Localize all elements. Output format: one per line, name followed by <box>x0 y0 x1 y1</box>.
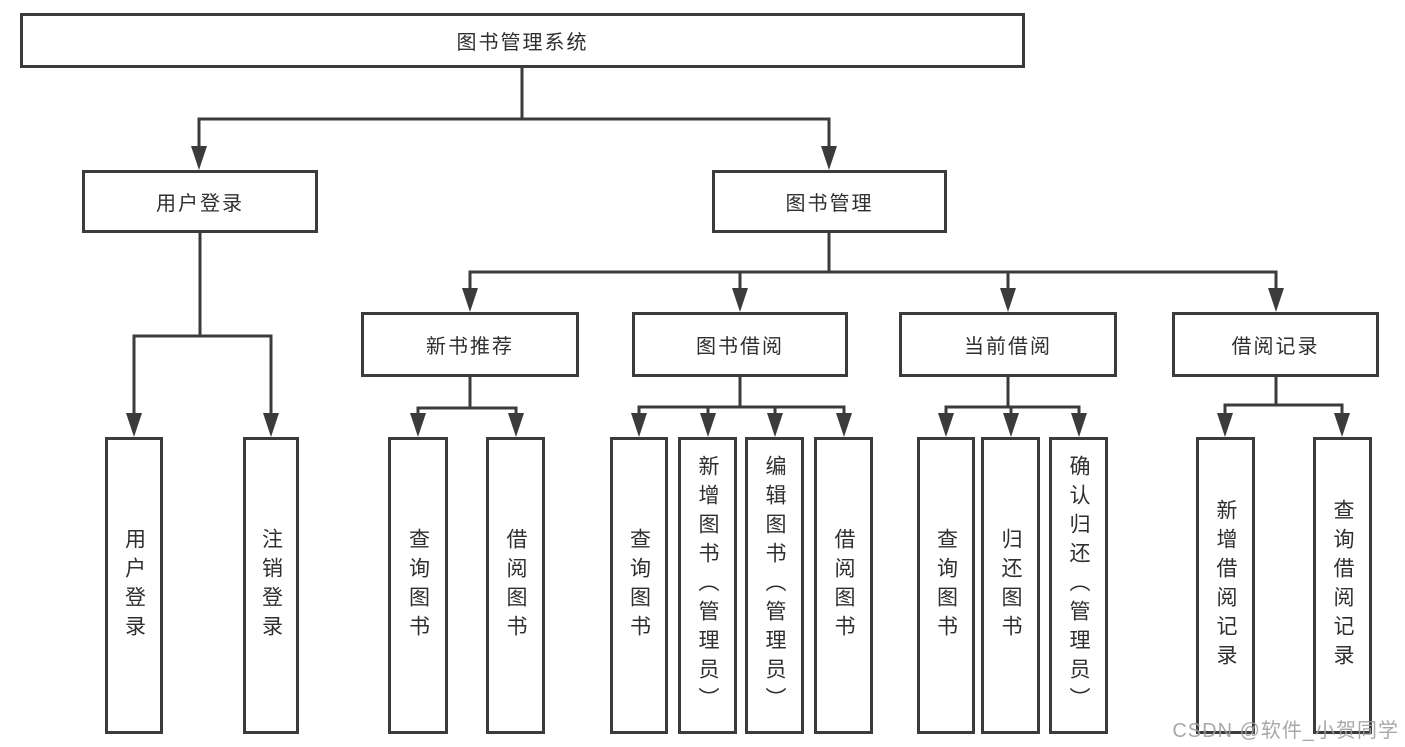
leaf-borrow-books-2-label: 借阅图书 <box>832 527 855 644</box>
leaf-add-books-admin-label: 新增图书（管理员） <box>696 455 719 716</box>
leaf-query-borrow-record-label: 查询借阅记录 <box>1331 498 1354 673</box>
node-user-login-label: 用户登录 <box>156 193 244 215</box>
node-book-management-label: 图书管理 <box>785 193 874 215</box>
leaf-return-books-label: 归还图书 <box>999 527 1022 644</box>
node-root-library-system: 图书管理系统 <box>20 13 1025 68</box>
leaf-query-books-3: 查询图书 <box>917 437 975 734</box>
node-new-book-recommendation-label: 新书推荐 <box>426 336 514 358</box>
leaf-user-login-label: 用户登录 <box>122 527 146 644</box>
leaf-query-books-3-label: 查询图书 <box>934 527 958 644</box>
node-root-label: 图书管理系统 <box>456 32 589 54</box>
leaf-edit-books-admin-label: 编辑图书（管理员） <box>763 455 786 716</box>
leaf-add-borrow-record-label: 新增借阅记录 <box>1214 498 1237 673</box>
node-user-login: 用户登录 <box>82 170 318 233</box>
leaf-add-books-admin: 新增图书（管理员） <box>678 437 737 734</box>
node-book-borrowing-label: 图书借阅 <box>696 336 784 358</box>
leaf-borrow-books-1-label: 借阅图书 <box>504 527 527 644</box>
leaf-query-borrow-record: 查询借阅记录 <box>1313 437 1372 734</box>
leaf-logout-label: 注销登录 <box>259 527 283 644</box>
leaf-borrow-books-2: 借阅图书 <box>814 437 873 734</box>
leaf-user-login: 用户登录 <box>105 437 163 734</box>
leaf-confirm-return-admin-label: 确认归还（管理员） <box>1067 455 1090 716</box>
node-book-management: 图书管理 <box>712 170 947 233</box>
node-borrowing-records: 借阅记录 <box>1172 312 1379 377</box>
leaf-query-books-1: 查询图书 <box>388 437 448 734</box>
leaf-logout: 注销登录 <box>243 437 299 734</box>
leaf-query-books-1-label: 查询图书 <box>406 527 430 644</box>
leaf-query-books-2-label: 查询图书 <box>627 527 651 644</box>
csdn-watermark: CSDN @软件_小贺同学 <box>1172 720 1399 742</box>
node-current-borrowing-label: 当前借阅 <box>964 336 1052 358</box>
leaf-confirm-return-admin: 确认归还（管理员） <box>1049 437 1108 734</box>
node-book-borrowing: 图书借阅 <box>632 312 848 377</box>
node-current-borrowing: 当前借阅 <box>899 312 1117 377</box>
leaf-add-borrow-record: 新增借阅记录 <box>1196 437 1255 734</box>
node-new-book-recommendation: 新书推荐 <box>361 312 579 377</box>
leaf-edit-books-admin: 编辑图书（管理员） <box>745 437 804 734</box>
leaf-query-books-2: 查询图书 <box>610 437 668 734</box>
node-borrowing-records-label: 借阅记录 <box>1231 336 1320 358</box>
leaf-borrow-books-1: 借阅图书 <box>486 437 545 734</box>
leaf-return-books: 归还图书 <box>981 437 1040 734</box>
